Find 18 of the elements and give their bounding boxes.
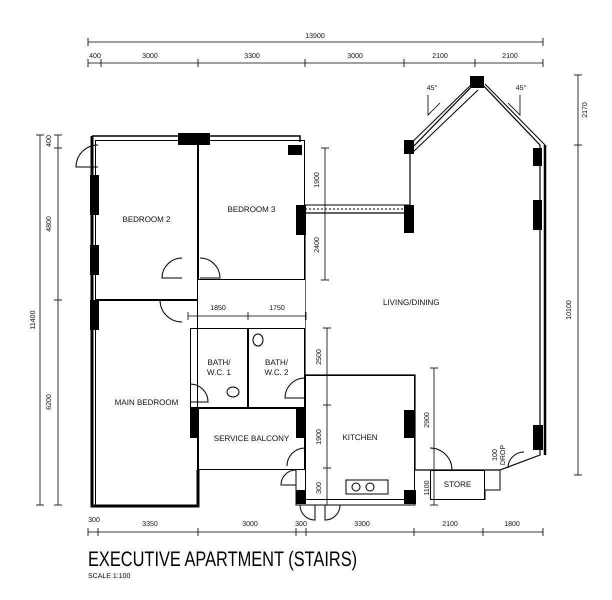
room-label: KITCHEN bbox=[342, 432, 378, 442]
title: EXECUTIVE APARTMENT (STAIRS) bbox=[88, 548, 358, 572]
room-area bbox=[198, 408, 305, 470]
room-label: STORE bbox=[444, 480, 472, 490]
room-label: BATH/ W.C. 2 bbox=[263, 358, 290, 378]
room-label: BEDROOM 3 bbox=[227, 205, 276, 215]
room-area bbox=[430, 470, 485, 500]
room-area bbox=[305, 375, 415, 500]
room-area bbox=[190, 328, 248, 408]
room-label: SERVICE BALCONY bbox=[214, 434, 290, 444]
room-label: MAIN BEDROOM bbox=[114, 398, 178, 408]
room-area bbox=[248, 328, 305, 408]
room-label: BEDROOM 2 bbox=[122, 215, 170, 225]
room-label: LIVING/DINING bbox=[383, 298, 440, 308]
room-area bbox=[95, 300, 198, 506]
room-area bbox=[198, 140, 305, 280]
room-label: BATH/ W.C. 1 bbox=[206, 358, 232, 378]
room-area bbox=[95, 140, 198, 300]
